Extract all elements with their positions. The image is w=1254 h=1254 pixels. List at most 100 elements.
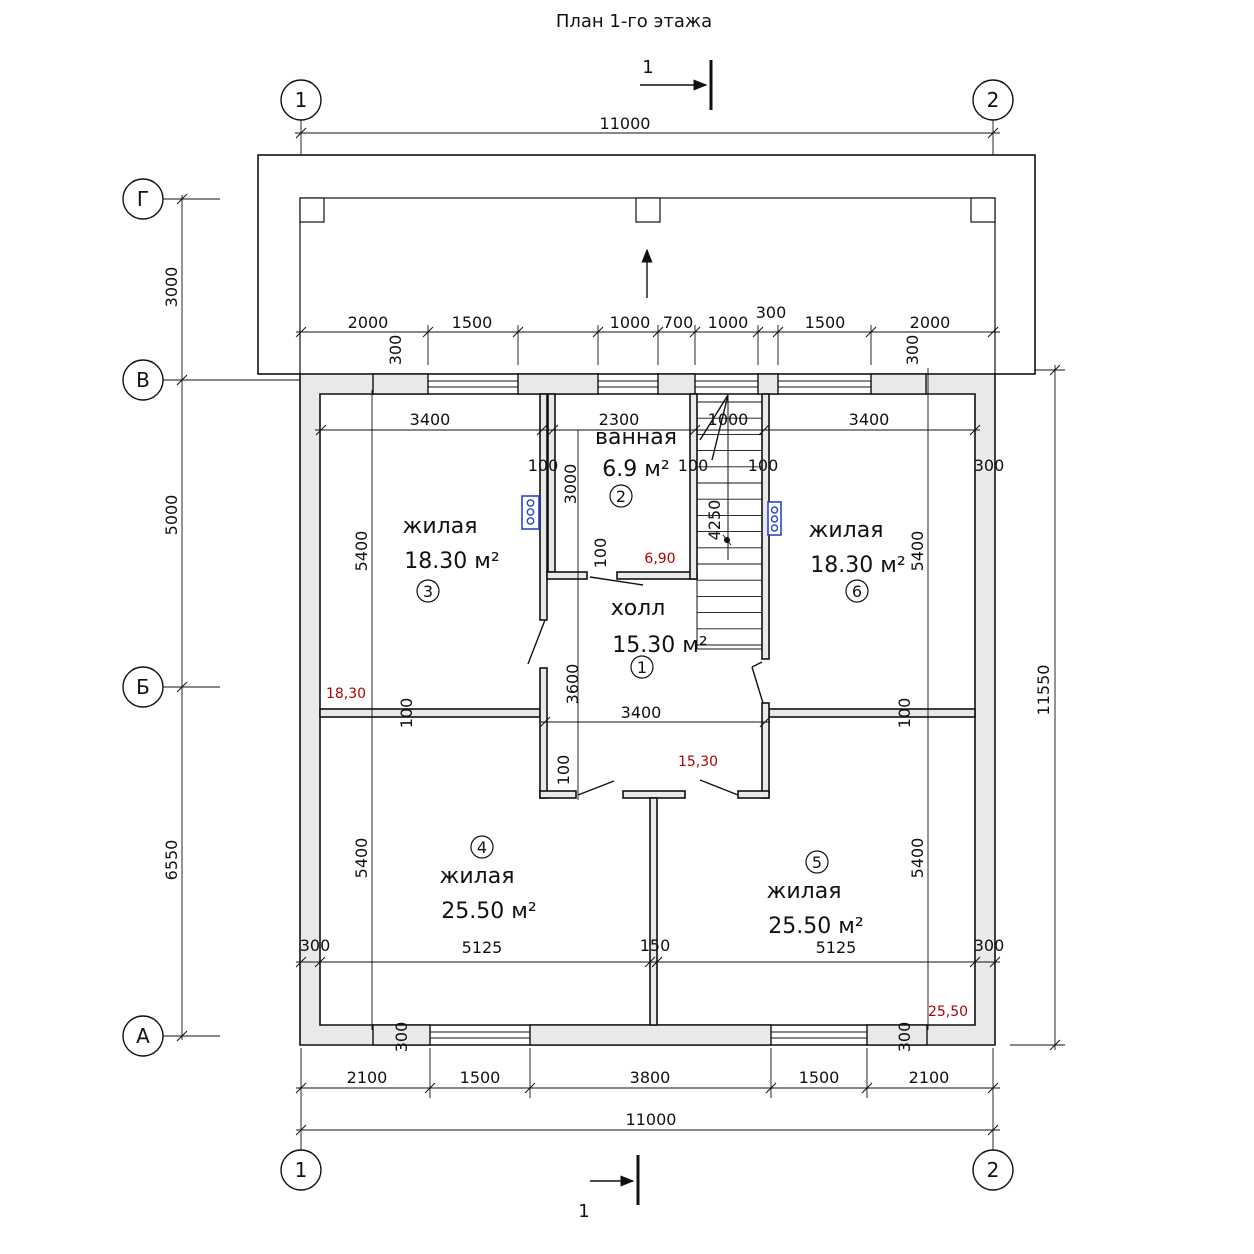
svg-text:1000: 1000 xyxy=(708,410,749,429)
svg-text:5125: 5125 xyxy=(816,938,857,957)
radiator-left-icon xyxy=(521,495,540,530)
svg-text:100: 100 xyxy=(748,456,779,475)
svg-text:100: 100 xyxy=(554,755,573,786)
section-mark-bottom: 1 xyxy=(578,1155,640,1222)
svg-text:18.30 м²: 18.30 м² xyxy=(404,549,499,574)
svg-text:700: 700 xyxy=(663,313,694,332)
svg-text:150: 150 xyxy=(640,936,671,955)
svg-text:300: 300 xyxy=(300,936,331,955)
svg-text:1500: 1500 xyxy=(799,1068,840,1087)
section-label-bottom: 1 xyxy=(578,1201,589,1222)
axis-bubble-bottom-2: 2 xyxy=(972,1149,1014,1191)
svg-text:11000: 11000 xyxy=(600,114,651,133)
svg-text:18.30 м²: 18.30 м² xyxy=(810,553,905,578)
dim-lower-chain: 300 5125 150 5125 300 xyxy=(295,936,1005,968)
svg-text:холл: холл xyxy=(611,596,666,621)
svg-text:3600: 3600 xyxy=(563,664,582,705)
radiator-right-icon xyxy=(767,501,782,536)
svg-text:5400: 5400 xyxy=(908,531,927,572)
svg-text:2: 2 xyxy=(987,1158,1000,1182)
svg-text:300: 300 xyxy=(974,936,1005,955)
svg-text:1500: 1500 xyxy=(805,313,846,332)
section-mark-top: 1 xyxy=(640,57,713,110)
svg-text:3400: 3400 xyxy=(410,410,451,429)
svg-text:В: В xyxy=(136,368,150,392)
svg-text:25.50 м²: 25.50 м² xyxy=(441,899,536,924)
svg-text:2100: 2100 xyxy=(909,1068,950,1087)
svg-text:3000: 3000 xyxy=(162,267,181,308)
svg-text:5: 5 xyxy=(812,853,822,872)
svg-text:100: 100 xyxy=(591,538,610,569)
dim-bottom-left-300: 300 xyxy=(392,1022,411,1053)
svg-text:18,30: 18,30 xyxy=(326,686,366,702)
svg-text:300: 300 xyxy=(386,335,405,366)
svg-text:1: 1 xyxy=(295,1158,308,1182)
svg-text:3000: 3000 xyxy=(561,464,580,505)
svg-text:жилая: жилая xyxy=(440,864,515,889)
dim-left-chain: 3000 5000 6550 xyxy=(162,193,188,1042)
axis-bubble-left-b: Б xyxy=(122,666,164,708)
svg-text:100: 100 xyxy=(397,698,416,729)
svg-text:25.50 м²: 25.50 м² xyxy=(768,914,863,939)
svg-text:15,30: 15,30 xyxy=(678,754,718,770)
svg-text:3400: 3400 xyxy=(621,703,662,722)
svg-text:2000: 2000 xyxy=(348,313,389,332)
svg-text:5400: 5400 xyxy=(352,531,371,572)
svg-text:5125: 5125 xyxy=(462,938,503,957)
dim-right-overall: 11550 xyxy=(1034,364,1061,1051)
svg-text:4250: 4250 xyxy=(705,500,724,541)
plan-title: План 1-го этажа xyxy=(556,11,712,32)
svg-text:2: 2 xyxy=(987,88,1000,112)
svg-text:100: 100 xyxy=(528,456,559,475)
svg-text:Г: Г xyxy=(137,187,149,211)
svg-text:1000: 1000 xyxy=(708,313,749,332)
svg-text:2300: 2300 xyxy=(599,410,640,429)
svg-text:6: 6 xyxy=(852,582,862,601)
terrace-post-left xyxy=(299,197,325,223)
svg-text:3400: 3400 xyxy=(849,410,890,429)
terrace-post-right xyxy=(970,197,996,223)
room-1-hall: холл 15.30 м² 1 15,30 xyxy=(611,596,718,770)
terrace-post-center xyxy=(635,197,661,223)
svg-text:3: 3 xyxy=(423,582,433,601)
svg-text:Б: Б xyxy=(136,675,150,699)
svg-text:5400: 5400 xyxy=(352,838,371,879)
svg-text:15.30 м²: 15.30 м² xyxy=(612,633,707,658)
svg-text:11550: 11550 xyxy=(1034,665,1053,716)
terrace xyxy=(257,154,1036,375)
svg-text:100: 100 xyxy=(895,698,914,729)
svg-text:11000: 11000 xyxy=(626,1110,677,1129)
axis-bubble-bottom-1: 1 xyxy=(280,1149,322,1191)
svg-text:1500: 1500 xyxy=(460,1068,501,1087)
svg-text:2000: 2000 xyxy=(910,313,951,332)
room-2-bath: ванная 6.9 м² 2 6,90 xyxy=(595,425,677,567)
dim-bottom-right-300: 300 xyxy=(895,1022,914,1053)
axis-bubble-top-1: 1 xyxy=(280,79,322,121)
svg-text:5000: 5000 xyxy=(162,495,181,536)
axis-bubble-left-v: В xyxy=(122,359,164,401)
svg-text:300: 300 xyxy=(903,335,922,366)
svg-text:жилая: жилая xyxy=(767,879,842,904)
staircase xyxy=(696,394,762,650)
dim-bottom-overall: 11000 xyxy=(295,1110,1000,1136)
svg-text:25,50: 25,50 xyxy=(928,1004,968,1020)
interior-partitions xyxy=(319,393,976,1026)
dim-upper-chain: 3400 2300 1000 3400 xyxy=(315,410,981,436)
svg-text:А: А xyxy=(136,1024,150,1048)
room-3-living: жилая 18.30 м² 3 18,30 xyxy=(326,514,500,702)
axis-bubble-left-g: Г xyxy=(122,178,164,220)
svg-text:2100: 2100 xyxy=(347,1068,388,1087)
svg-text:жилая: жилая xyxy=(403,514,478,539)
dim-terrace-chain: 2000 1500 1000 700 1000 300 1500 2000 30… xyxy=(295,303,1000,366)
axis-bubble-top-2: 2 xyxy=(972,79,1014,121)
svg-text:3800: 3800 xyxy=(630,1068,671,1087)
svg-text:300: 300 xyxy=(756,303,787,322)
dim-interior-verticals: 5400 5400 5400 5400 3000 4250 3600 100 1… xyxy=(352,368,1004,1030)
exterior-walls xyxy=(299,373,996,1046)
room-5-living: 5 жилая 25.50 м² xyxy=(767,850,864,939)
room-4-living: 4 жилая 25.50 м² 25,50 xyxy=(440,835,968,1020)
svg-text:1: 1 xyxy=(295,88,308,112)
dim-bottom-chain: 2100 1500 3800 1500 2100 xyxy=(295,1048,1000,1098)
axis-bubble-left-a: А xyxy=(122,1015,164,1057)
svg-text:100: 100 xyxy=(678,456,709,475)
